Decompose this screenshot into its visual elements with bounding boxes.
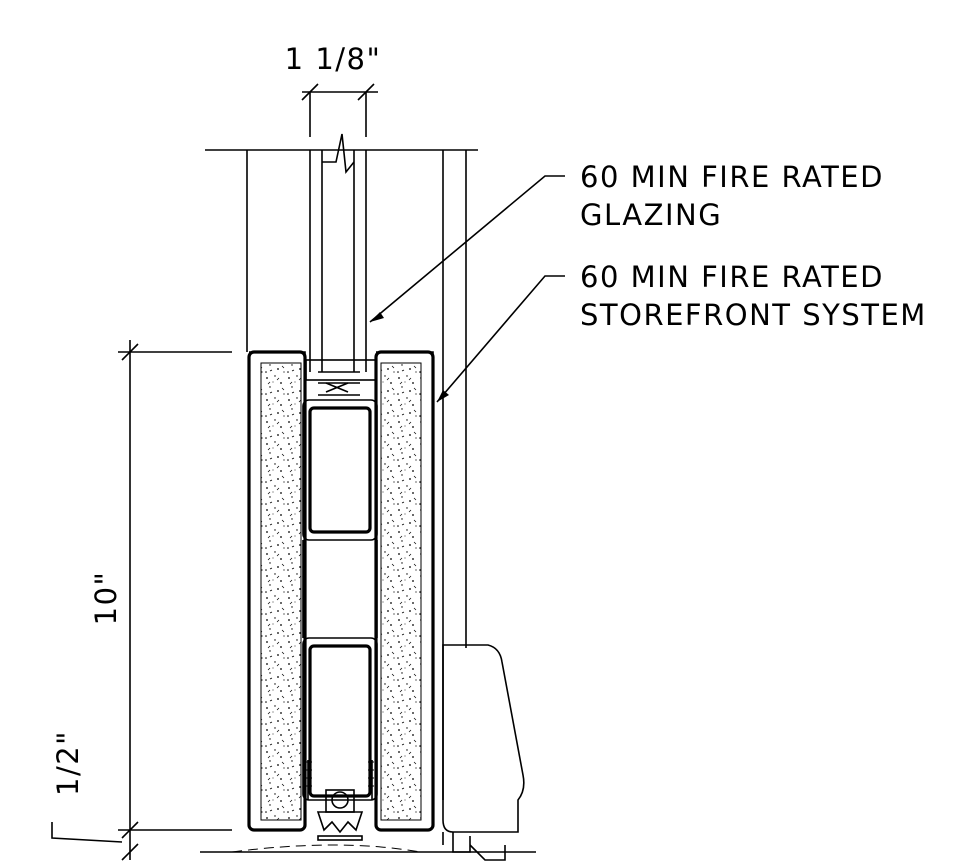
insulation-fill xyxy=(260,362,422,821)
frame-outline xyxy=(205,149,478,800)
callout-glazing-line2: GLAZING xyxy=(580,198,722,232)
dimension-label-bottom-gap: 1/2" xyxy=(51,730,85,796)
dimension-sill-height xyxy=(51,340,232,861)
center-tubes xyxy=(302,399,378,801)
callout-system-line2: STOREFRONT SYSTEM xyxy=(580,298,927,332)
sill-anchor xyxy=(306,760,374,841)
callout-glazing-line1: 60 MIN FIRE RATED xyxy=(580,160,884,194)
dimension-label-sill-height: 10" xyxy=(89,571,123,626)
callout-leaders xyxy=(369,175,565,403)
floor-line xyxy=(200,844,536,853)
callout-system-line1: 60 MIN FIRE RATED xyxy=(580,260,884,294)
dimension-glass-thickness xyxy=(301,83,378,137)
door-bottom-rail xyxy=(442,644,525,861)
storefront-frame-body xyxy=(247,350,435,832)
break-line xyxy=(322,133,355,175)
dimension-label-glass-thickness: 1 1/8" xyxy=(285,42,382,76)
glazing-lites xyxy=(309,133,367,372)
